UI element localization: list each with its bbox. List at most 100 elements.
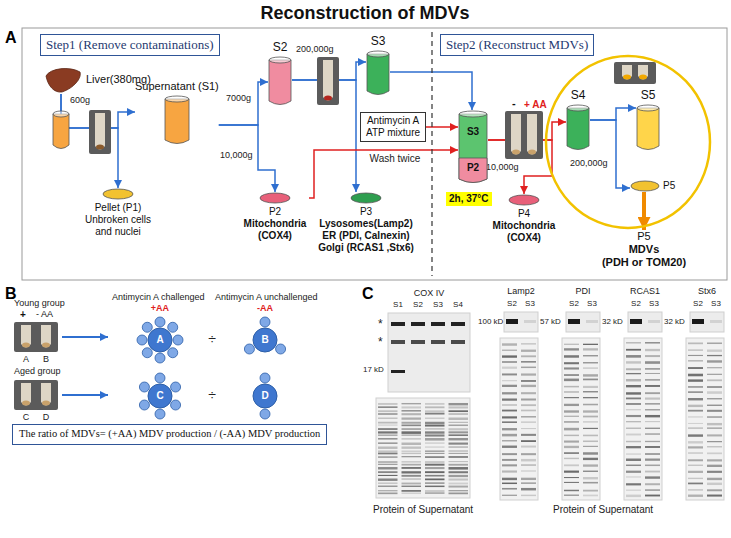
gel-band: [449, 475, 469, 477]
blot-background: [690, 312, 724, 332]
gel-band: [402, 493, 422, 495]
tube-photo: [41, 383, 51, 406]
pellet-layer: [459, 158, 487, 183]
gel-band: [707, 360, 722, 362]
gel-band: [583, 391, 598, 392]
node-text: S2: [273, 40, 288, 54]
pellet-photo: [324, 96, 332, 101]
pellet: P4Mitochondria (COX4): [490, 194, 558, 244]
gel-band: [425, 447, 445, 448]
gel-band: [425, 434, 445, 436]
gel-band: [425, 456, 445, 458]
gel-band: [502, 398, 517, 400]
gel-band: [583, 344, 598, 345]
gel-band: [449, 486, 469, 488]
node-text: Lysosomes(Lamp2): [319, 218, 413, 230]
gel-band: [626, 441, 641, 442]
centrifuge-tube: [367, 51, 389, 95]
gel-band: [402, 413, 422, 415]
formula-box: The ratio of MDVs= (+AA) MDV production …: [12, 424, 327, 445]
gel-band: [425, 431, 445, 433]
connector-arrow: [590, 108, 636, 120]
gel-band: [688, 386, 703, 388]
tube-photo: [95, 113, 105, 150]
gel-band: [502, 483, 517, 484]
gel-band: [402, 425, 422, 427]
gel-band: [502, 440, 517, 441]
sample-photo: [14, 322, 58, 352]
gel-band: [564, 404, 579, 406]
gel-band: [564, 446, 579, 448]
node-text: Golgi (RCAS1 ,Stx6): [318, 242, 414, 254]
liver-sample: Liver(380mg): [44, 66, 151, 94]
gel-band: [626, 434, 641, 436]
gel-band: [707, 410, 722, 412]
panel-letter: A: [5, 28, 17, 47]
pellet-photo: [42, 343, 50, 348]
gel-band: [645, 368, 660, 369]
gel-band: [402, 443, 422, 445]
gel-background: [500, 338, 538, 500]
gel-band: [402, 431, 422, 434]
gel-band: [521, 434, 536, 436]
gel-band: [626, 483, 641, 485]
gel-band: [378, 410, 398, 412]
gel-band: [688, 452, 703, 453]
gel-band: [521, 459, 536, 461]
gel-band: [707, 465, 722, 467]
gel-band: [502, 416, 517, 418]
gel-band: [425, 438, 445, 441]
gel-band: [502, 350, 517, 351]
condition-box: 2h, 37°C: [446, 192, 492, 206]
gel-band: [645, 441, 660, 442]
gel-band: [378, 486, 398, 487]
gel-band: [583, 446, 598, 447]
gel-band: [449, 431, 469, 433]
vesicle-cluster: [139, 373, 180, 419]
node-text: Mitochondria (COX4): [241, 218, 309, 242]
gel-band: [402, 422, 422, 424]
gel-band: [502, 488, 517, 490]
tube-photo: [323, 60, 333, 101]
vesicle: [155, 373, 165, 383]
gel-band: [402, 417, 422, 419]
gel-band: [521, 428, 536, 429]
gel-band: [626, 368, 641, 370]
gel-band: [688, 459, 703, 461]
gel-caption: Protein of Supernatant: [553, 504, 653, 516]
gel-band: [449, 467, 469, 470]
gel-band: [521, 373, 536, 375]
gel-band: [645, 421, 660, 422]
gel-band: [449, 493, 469, 495]
gel-band: [688, 441, 703, 443]
speed-label: 10,000g: [486, 162, 519, 173]
panel-letter: C: [362, 284, 374, 303]
gel-band: [449, 403, 469, 405]
lane-label: S3: [587, 299, 597, 309]
gel-band: [645, 490, 660, 491]
gel-band: [502, 355, 517, 357]
gel-band: [564, 477, 579, 478]
gel-band: [645, 342, 660, 343]
vesicle: [173, 335, 183, 345]
gel-band: [707, 495, 722, 497]
gel-band: [425, 443, 445, 444]
vesicle: [276, 344, 286, 354]
supernatant-tube: Supernatant (S1): [135, 80, 219, 145]
gel-band: [688, 489, 703, 490]
gel-band: [521, 446, 536, 448]
gel-band: [402, 486, 422, 487]
lane-label: S3: [649, 299, 659, 309]
gel-band: [583, 477, 598, 479]
speed-label: 10,000g: [220, 150, 253, 161]
gel-band: [378, 443, 398, 444]
gel-band: [378, 417, 398, 419]
vesicle: [139, 400, 149, 410]
node-text: P3: [360, 206, 372, 218]
node-text: P4: [518, 208, 530, 220]
pellet: P3Lysosomes(Lamp2)ER (PDI, Calnexin)Golg…: [318, 192, 414, 254]
vesicle: [260, 317, 270, 327]
blot-band: [506, 319, 518, 324]
node-text: ER (PDI, Calnexin): [322, 230, 409, 242]
mitochondrion: [253, 384, 277, 408]
